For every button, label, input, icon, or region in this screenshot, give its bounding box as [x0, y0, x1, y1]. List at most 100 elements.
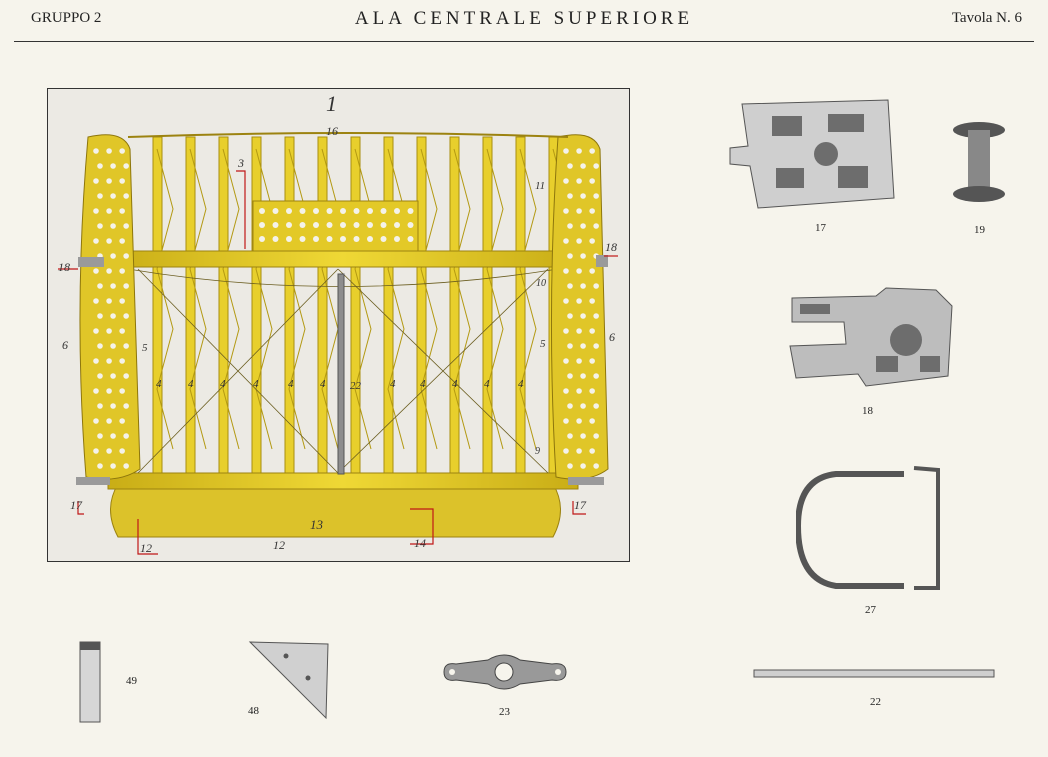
panel-hole	[407, 208, 414, 214]
end-rib-hole	[580, 163, 586, 169]
panel-hole	[299, 222, 306, 228]
rib	[482, 136, 493, 488]
end-rib-hole	[567, 373, 573, 379]
end-rib-hole	[123, 253, 129, 259]
end-rib-hole	[576, 148, 582, 154]
end-rib-hole	[110, 313, 116, 319]
callout-9: 9	[535, 446, 540, 457]
end-rib-hole	[593, 403, 599, 409]
end-rib-hole	[110, 433, 116, 439]
panel-hole	[299, 236, 306, 242]
panel-holes	[259, 208, 414, 242]
panel-hole	[394, 208, 400, 214]
part-19-drawing	[953, 122, 1005, 202]
end-rib-hole	[589, 148, 595, 154]
end-rib-hole	[119, 358, 125, 364]
end-rib-hole	[106, 208, 112, 214]
end-rib-hole	[97, 343, 103, 349]
end-rib-hole	[97, 193, 103, 199]
end-rib-hole	[589, 238, 595, 244]
rib-label: 4	[156, 378, 162, 390]
end-rib-hole	[93, 328, 99, 334]
rib-label: 4	[452, 378, 458, 390]
caption-19: 19	[974, 224, 985, 236]
wing-frame-drawing: 1 16 3 11 18 18 10 6 6 5 5 22 9 17 17 13…	[58, 91, 618, 555]
panel-hole	[394, 222, 400, 228]
end-rib-hole	[97, 433, 103, 439]
end-rib-hole	[567, 343, 573, 349]
part-17-fitting	[728, 96, 900, 214]
end-rib-hole	[119, 268, 125, 274]
end-rib-hole	[123, 463, 129, 469]
end-rib-hole	[567, 433, 573, 439]
wing-structure-plate: 1 16 3 11 18 18 10 6 6 5 5 22 9 17 17 13…	[47, 88, 630, 562]
callout-18-left: 18	[58, 260, 70, 274]
end-rib-hole	[593, 223, 599, 229]
ribs	[152, 136, 570, 488]
end-rib-hole	[593, 163, 599, 169]
end-rib-hole	[93, 298, 99, 304]
end-rib-hole	[589, 388, 595, 394]
rib-label: 4	[420, 378, 426, 390]
right-end-rib	[550, 134, 609, 480]
end-rib-hole	[110, 163, 116, 169]
skin-panel	[110, 483, 561, 538]
rear-spar	[107, 472, 579, 490]
end-rib-hole	[563, 388, 569, 394]
panel-hole	[272, 208, 279, 214]
rib-label: 4	[288, 378, 294, 390]
panel-hole	[259, 222, 265, 228]
end-rib-hole	[123, 193, 129, 199]
end-rib-hole	[563, 448, 569, 454]
part-17-drawing	[729, 99, 895, 209]
part-22-drawing	[753, 669, 995, 678]
end-rib-hole	[589, 268, 595, 274]
panel-hole	[394, 236, 400, 242]
leading-edge	[127, 132, 569, 138]
end-rib-hole	[576, 238, 582, 244]
fitting-left	[76, 477, 110, 485]
part-18-drawing	[789, 287, 953, 387]
rib	[383, 136, 394, 488]
end-rib-hole	[97, 313, 103, 319]
end-rib-hole	[567, 283, 573, 289]
end-rib-hole	[106, 148, 112, 154]
callout-22: 22	[350, 380, 362, 392]
panel-hole	[407, 222, 414, 228]
end-rib-hole	[97, 163, 103, 169]
end-rib-hole	[110, 373, 116, 379]
callout-18-right: 18	[605, 240, 617, 254]
part-19-spool	[950, 120, 1008, 204]
panel-hole	[367, 208, 373, 214]
end-rib-hole	[576, 388, 582, 394]
end-rib-hole	[593, 193, 599, 199]
end-rib-hole	[119, 448, 125, 454]
panel-hole	[272, 222, 279, 228]
end-rib-hole	[106, 298, 112, 304]
rib-truss	[255, 148, 273, 450]
end-rib-hole	[119, 178, 125, 184]
end-rib-hole	[589, 178, 595, 184]
rib-label: 4	[484, 378, 490, 390]
plate-number: Tavola N. 6	[951, 10, 1022, 26]
rib	[152, 136, 163, 488]
end-rib-hole	[580, 373, 586, 379]
end-rib-hole	[576, 298, 582, 304]
end-rib-hole	[563, 148, 569, 154]
rib-label: 4	[220, 378, 226, 390]
bracing-wires	[127, 268, 559, 474]
end-rib-hole	[580, 223, 586, 229]
rib-truss	[189, 148, 207, 450]
end-rib-hole	[123, 343, 129, 349]
panel-hole	[380, 222, 387, 228]
end-rib-hole	[576, 448, 582, 454]
panel-hole	[313, 236, 319, 242]
end-rib-hole	[593, 373, 599, 379]
end-rib-hole	[123, 433, 129, 439]
end-rib-hole	[119, 388, 125, 394]
end-rib-holes	[93, 148, 599, 469]
caption-49: 49	[126, 675, 137, 687]
callout-6-right: 6	[609, 330, 615, 344]
panel-hole	[340, 208, 346, 214]
end-rib-hole	[563, 418, 569, 424]
